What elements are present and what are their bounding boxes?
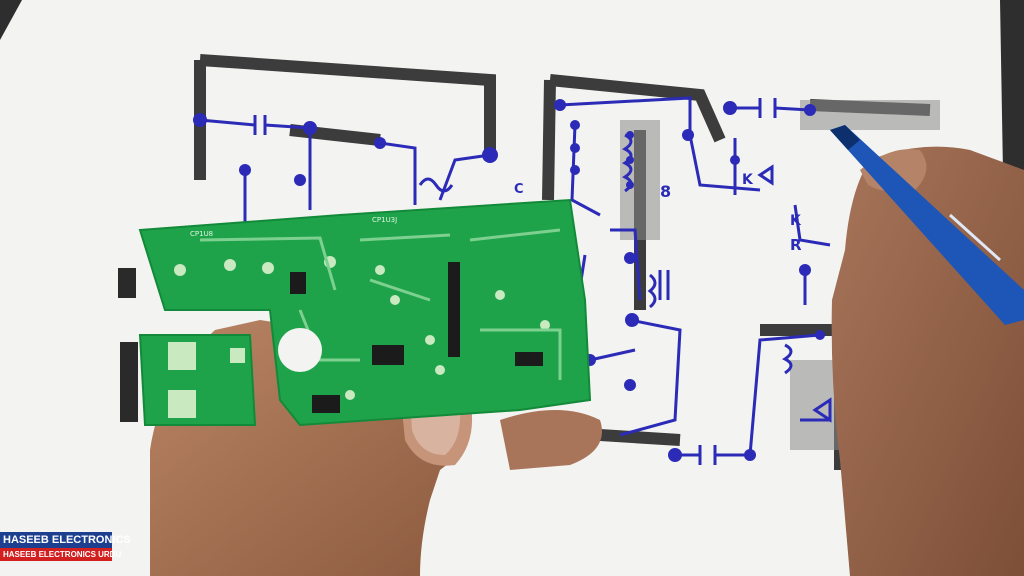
schematic-label-8: 8 [660, 182, 672, 201]
pcb-silkscreen-label: CP1U8 [190, 230, 213, 238]
schematic-label-k: K [790, 213, 801, 229]
schematic-label-k: K [742, 172, 753, 188]
pcb-board: CP1U8 CP1U3J [118, 198, 592, 427]
channel-name: HASEEB ELECTRONICS [0, 532, 131, 548]
channel-badge: HASEEB ELECTRONICS HASEEB ELECTRONICS UR… [0, 532, 131, 561]
pen-icon [830, 125, 1024, 325]
solder-pads [193, 99, 825, 462]
channel-subtitle: HASEEB ELECTRONICS URDU [0, 548, 121, 561]
schematic-label-r: R [790, 236, 802, 254]
schematic-label-c: C [514, 182, 524, 197]
pcb-silkscreen-label: CP1U3J [372, 216, 397, 224]
smd-components [290, 262, 543, 413]
